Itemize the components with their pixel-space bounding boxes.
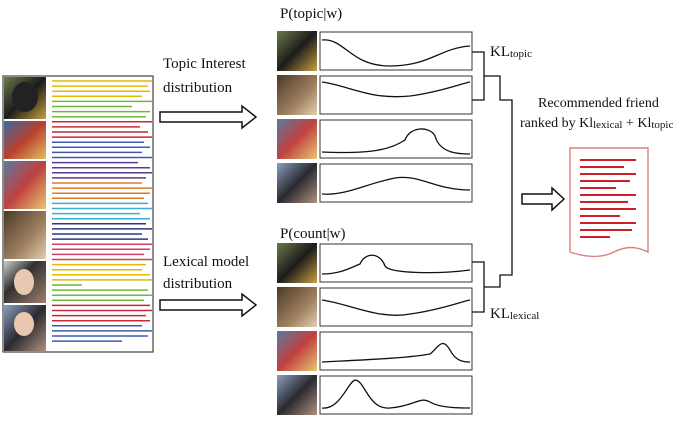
rec-kl-topic-main: Kl xyxy=(637,116,652,131)
avatar-1-face xyxy=(12,82,38,112)
recommend-arrow xyxy=(521,186,566,212)
recommend-ranking: ranked by Kllexical + Kltopic xyxy=(520,116,673,132)
curve-box xyxy=(319,287,473,327)
curve-box xyxy=(319,75,473,115)
panel-avatar xyxy=(277,75,317,115)
kl-topic-main: KL xyxy=(490,44,510,60)
rec-kl-lexical-main: Kl xyxy=(579,116,594,131)
panel-avatar xyxy=(277,375,317,415)
kl-topic-label: KLtopic xyxy=(490,44,532,61)
count-prob-label: P(count|w) xyxy=(280,226,346,242)
rec-prefix: ranked by xyxy=(520,116,580,131)
curve-box xyxy=(319,163,473,203)
rec-kl-topic-sub: topic xyxy=(651,119,674,131)
kl-lexical-label: KLlexical xyxy=(490,306,539,323)
recommend-title: Recommended friend xyxy=(538,96,659,111)
rec-plus: + xyxy=(622,116,638,131)
distribution-curve xyxy=(321,299,471,316)
recommended-document xyxy=(569,147,649,258)
topic-arrow-label-1: Topic Interest xyxy=(163,56,246,72)
kl-lexical-main: KL xyxy=(490,306,510,322)
kl-topic-sub: topic xyxy=(510,48,532,60)
topic-arrow-label-2: distribution xyxy=(163,80,233,96)
panel-avatar xyxy=(277,163,317,203)
distribution-curve xyxy=(321,342,471,363)
panel-avatar xyxy=(277,119,317,159)
avatar-4 xyxy=(4,211,46,259)
panel-avatar xyxy=(277,287,317,327)
kl-lexical-sub: lexical xyxy=(510,310,540,322)
topic-prob-label: P(topic|w) xyxy=(280,6,343,22)
kl-topic-bracket xyxy=(472,51,485,101)
document-lines xyxy=(580,159,636,238)
topic-arrow xyxy=(159,104,258,130)
lexical-arrow-label-2: distribution xyxy=(163,276,233,292)
panel-avatar xyxy=(277,331,317,371)
rec-kl-lexical-sub: lexical xyxy=(593,119,623,131)
curve-box xyxy=(319,243,473,283)
topic-distribution-panels xyxy=(277,31,473,203)
distribution-curve xyxy=(321,81,471,98)
distribution-curve xyxy=(321,379,471,409)
panel-avatar xyxy=(277,31,317,71)
lexical-arrow-label-1: Lexical model xyxy=(163,254,250,270)
profile-card xyxy=(2,75,154,353)
avatar-5-face xyxy=(14,269,34,295)
profile-text-lines xyxy=(52,80,152,342)
distribution-curve xyxy=(321,254,471,275)
kl-lexical-bracket xyxy=(472,261,485,313)
distribution-curve xyxy=(321,176,471,195)
kl-combine-bracket xyxy=(484,75,513,288)
lexical-arrow xyxy=(159,292,258,318)
distribution-curve xyxy=(321,128,471,155)
panel-avatar xyxy=(277,243,317,283)
curve-box xyxy=(319,331,473,371)
avatar-6-face xyxy=(14,312,34,336)
lexical-distribution-panels xyxy=(277,243,473,415)
curve-box xyxy=(319,119,473,159)
avatar-2 xyxy=(4,121,46,159)
distribution-curve xyxy=(321,39,471,67)
avatar-3 xyxy=(4,161,46,209)
